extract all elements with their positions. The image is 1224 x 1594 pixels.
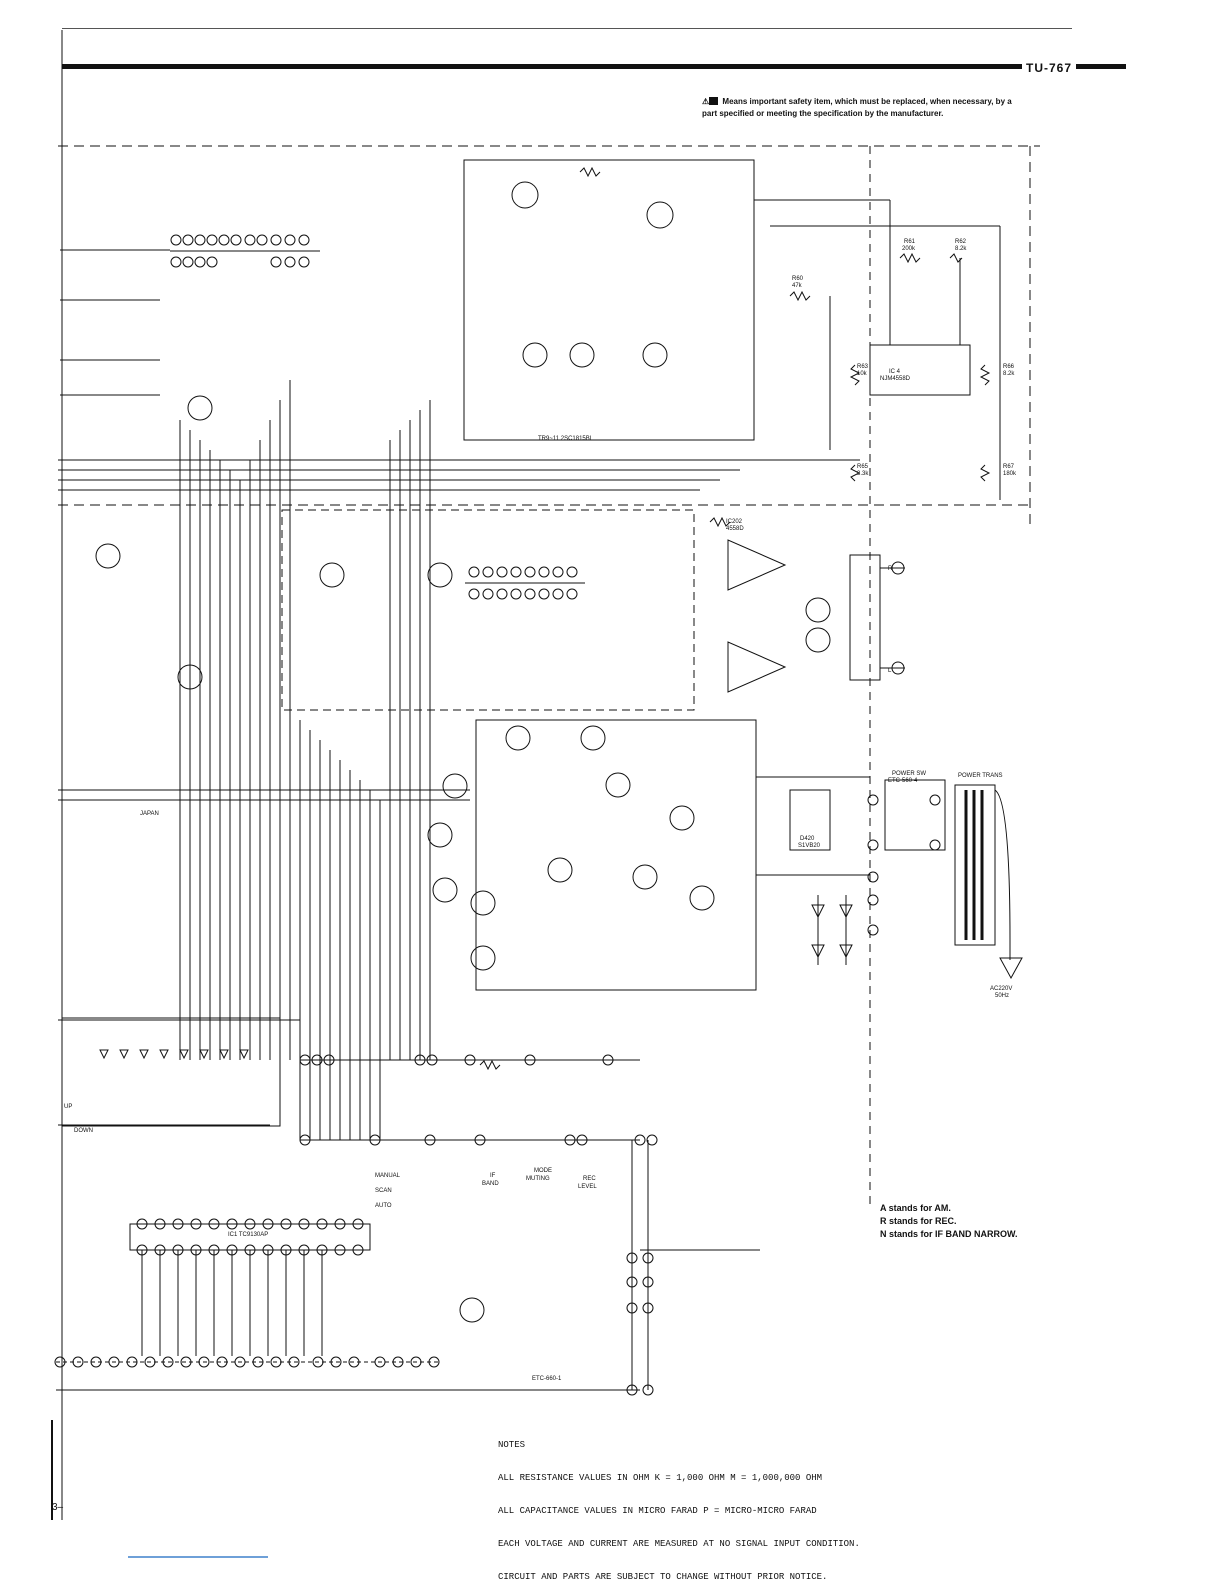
svg-text:ETC-560-4: ETC-560-4	[888, 778, 918, 784]
ac-lead	[994, 789, 1011, 960]
transistor-symbols	[95, 181, 831, 1323]
svg-text:TR9~11 2SC1815BL: TR9~11 2SC1815BL	[538, 436, 594, 442]
svg-text:POWER SW: POWER SW	[892, 771, 926, 777]
svg-text:4558D: 4558D	[726, 526, 744, 532]
connector-column-640	[626, 1252, 654, 1396]
svg-text:3.3k: 3.3k	[857, 471, 869, 477]
ac-plug-icon	[999, 957, 1023, 980]
notes-title: NOTES	[498, 1440, 526, 1450]
power-connectors	[867, 794, 941, 936]
out-l-jack	[891, 661, 905, 675]
notes-block: NOTES ALL RESISTANCE VALUES IN OHM K = 1…	[498, 1418, 860, 1594]
bottom-link-bar[interactable]	[128, 1556, 268, 1558]
connector-row-1140	[299, 1134, 658, 1146]
wiring-bus-horizontal	[58, 459, 860, 1251]
svg-text:50Hz: 50Hz	[995, 993, 1009, 999]
svg-text:8.2k: 8.2k	[955, 246, 967, 252]
notes-line-voltage: EACH VOLTAGE AND CURRENT ARE MEASURED AT…	[498, 1539, 860, 1549]
notes-line-change: CIRCUIT AND PARTS ARE SUBJECT TO CHANGE …	[498, 1572, 828, 1582]
svg-text:LEVEL: LEVEL	[578, 1184, 597, 1190]
svg-text:NJM4558D: NJM4558D	[880, 376, 911, 382]
header-rule-end	[1086, 64, 1126, 69]
warning-triangle-icon: ⚠	[702, 97, 710, 106]
svg-text:10k: 10k	[857, 371, 868, 377]
svg-text:R63: R63	[857, 364, 869, 370]
abbreviation-legend: A stands for AM. R stands for REC. N sta…	[880, 1202, 1018, 1241]
led-row	[99, 1049, 249, 1060]
svg-text:IC202: IC202	[726, 519, 743, 525]
opamp-ic202-1	[727, 539, 787, 591]
svg-text:DOWN: DOWN	[74, 1128, 93, 1134]
ic4-body	[869, 344, 971, 396]
svg-text:MODE: MODE	[534, 1168, 552, 1174]
header-rule	[62, 64, 1122, 69]
power-transformer	[954, 784, 996, 946]
legend-line-if-band: N stands for IF BAND NARROW.	[880, 1229, 1018, 1239]
svg-text:MANUAL: MANUAL	[375, 1173, 401, 1179]
ic1-leads	[141, 1250, 323, 1356]
header-rule-top	[62, 28, 1072, 29]
svg-text:R61: R61	[904, 239, 916, 245]
display-led-area	[61, 1017, 281, 1127]
model-number: TU-767	[1022, 61, 1077, 75]
safety-note: ⚠ Means important safety item, which mus…	[702, 96, 1012, 120]
svg-text:IC 4: IC 4	[889, 369, 901, 375]
notes-line-capacitance: ALL CAPACITANCE VALUES IN MICRO FARAD P …	[498, 1506, 817, 1516]
svg-text:L: L	[888, 668, 892, 674]
connector-row-1060	[299, 1054, 614, 1066]
svg-text:JAPAN: JAPAN	[140, 811, 159, 817]
power-supply-block	[475, 719, 757, 991]
svg-text:IC1 TC9130AP: IC1 TC9130AP	[228, 1232, 268, 1238]
ic201-pins	[468, 566, 578, 600]
svg-text:REC: REC	[583, 1176, 596, 1182]
ic3-pins	[170, 234, 310, 268]
wiring-bundle-mid	[179, 380, 431, 1140]
notes-line-resistance: ALL RESISTANCE VALUES IN OHM K = 1,000 O…	[498, 1473, 823, 1483]
svg-text:R: R	[888, 566, 893, 572]
svg-text:UP: UP	[64, 1104, 72, 1110]
opamp-ic202-2	[727, 641, 787, 693]
svg-text:POWER TRANS: POWER TRANS	[958, 773, 1003, 779]
svg-text:ETC-660-1: ETC-660-1	[532, 1376, 562, 1382]
svg-text:R67: R67	[1003, 464, 1015, 470]
svg-text:AC220V: AC220V	[990, 986, 1012, 992]
svg-text:AUTO: AUTO	[375, 1203, 392, 1209]
svg-text:S1VB20: S1VB20	[798, 843, 821, 849]
page-number: 3–	[52, 1502, 64, 1513]
svg-text:R60: R60	[792, 276, 804, 282]
safety-mark-icon	[709, 97, 719, 105]
safety-note-text: Means important safety item, which must …	[702, 97, 1012, 118]
svg-text:IF: IF	[490, 1173, 496, 1179]
svg-text:BAND: BAND	[482, 1181, 499, 1187]
svg-text:R66: R66	[1003, 364, 1015, 370]
legend-line-rec: R stands for REC.	[880, 1216, 957, 1226]
output-jack-block	[849, 554, 881, 681]
svg-text:8.2k: 8.2k	[1003, 371, 1015, 377]
svg-text:180k: 180k	[1003, 471, 1017, 477]
svg-text:R62: R62	[955, 239, 967, 245]
out-r-jack	[891, 561, 905, 575]
svg-text:R65: R65	[857, 464, 869, 470]
power-switch-block	[884, 779, 946, 851]
svg-text:47k: 47k	[792, 283, 803, 289]
legend-line-am: A stands for AM.	[880, 1203, 951, 1213]
svg-text:MUTING: MUTING	[526, 1176, 550, 1182]
mpx-block	[281, 509, 695, 711]
fm-if-block	[463, 159, 755, 441]
bridge-rectifier-d420	[789, 789, 831, 851]
svg-text:D420: D420	[800, 836, 815, 842]
resistor-symbols	[479, 166, 991, 1071]
svg-text:200k: 200k	[902, 246, 916, 252]
svg-text:SCAN: SCAN	[375, 1188, 392, 1194]
